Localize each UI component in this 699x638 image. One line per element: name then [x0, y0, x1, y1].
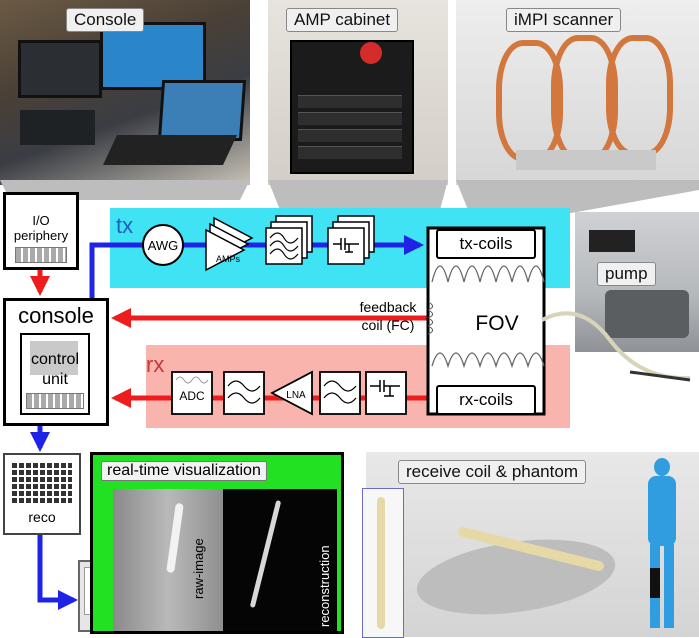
- reco-label: reco: [28, 509, 56, 525]
- feedback-coil-lines: [427, 302, 434, 335]
- tx-cap-stack-1: [327, 227, 365, 265]
- rx-coils-box: rx-coils: [436, 385, 536, 415]
- tube-path: [541, 311, 691, 381]
- reconstruction-streak: [249, 500, 282, 608]
- human-right-leg: [664, 544, 674, 628]
- raw-image-panel: raw-image: [113, 489, 223, 631]
- pump-photo-label: pump: [597, 262, 656, 286]
- tx-field-lines: [431, 265, 545, 283]
- reconstruction-label: reconstruction: [317, 545, 332, 627]
- amps-label: AMPs: [216, 254, 241, 264]
- syringe: [629, 370, 691, 382]
- rx-field-lines: [431, 352, 545, 369]
- io-keyboard-icon: [15, 247, 67, 263]
- human-head: [654, 458, 670, 476]
- amp-unit-3: [298, 129, 402, 142]
- reconstruction-panel: reconstruction: [223, 489, 337, 631]
- rx-cap-box: [365, 371, 407, 415]
- rx-cap-symbol: [370, 380, 400, 397]
- human-leg-highlight: [650, 568, 660, 598]
- control-label: control: [30, 351, 80, 368]
- control-unit-block: control unit: [20, 333, 90, 415]
- fov-label: FOV: [475, 312, 518, 335]
- raw-image-label: raw-image: [191, 538, 206, 599]
- control-keyboard-icon: [26, 393, 84, 409]
- pump-tubing: [541, 311, 691, 382]
- rx-tag: rx: [146, 352, 164, 377]
- console-label: console: [18, 303, 94, 328]
- tx-filter-wave: [269, 232, 299, 260]
- tx-coils-label: tx-coils: [459, 234, 513, 253]
- visualization-panel: real-time visualization raw-image recons…: [90, 452, 344, 634]
- feedback-label-1: feedback: [360, 299, 418, 315]
- scanner-base: [516, 150, 656, 170]
- monitor-center: [100, 22, 206, 90]
- amp-triangle-1: [205, 228, 246, 272]
- tx-tag: tx: [116, 213, 133, 238]
- scanner-photo-label: iMPI scanner: [506, 8, 622, 32]
- amp-cabinet-photo-label: AMP cabinet: [286, 8, 399, 32]
- amp-unit-1: [298, 95, 402, 108]
- io-label: I/O: [32, 213, 50, 228]
- rx-filter-2-wave: [323, 380, 357, 404]
- amp-cabinet-photo: AMP cabinet: [268, 0, 448, 185]
- fov-box: [426, 226, 546, 416]
- visualization-title: real-time visualization: [101, 461, 267, 481]
- console-photo: Console: [0, 0, 250, 185]
- pump-body: [605, 290, 689, 338]
- adc-box: [171, 371, 213, 415]
- unit-label: unit: [42, 371, 68, 388]
- io-periphery-block: I/O periphery: [3, 192, 79, 270]
- desk-devices: [20, 110, 95, 145]
- pump-display: [589, 230, 635, 252]
- rx-filter-1: [223, 371, 265, 415]
- rx-filter-2: [319, 371, 361, 415]
- receive-coil-photo: receive coil & phantom: [362, 452, 699, 638]
- reco-block: reco: [3, 453, 81, 535]
- feedback-label-2: coil (FC): [362, 317, 415, 333]
- reco-grid-icon: [12, 463, 72, 503]
- reco-to-vis-arrow: [37, 530, 78, 610]
- lna-triangle: [270, 370, 313, 416]
- rx-coils-label: rx-coils: [459, 390, 513, 409]
- console-block: console control unit: [3, 298, 109, 426]
- receive-coil-photo-label: receive coil & phantom: [398, 460, 586, 484]
- adc-label: ADC: [179, 389, 205, 403]
- awg-label: AWG: [148, 238, 179, 253]
- pump-photo: pump: [575, 212, 699, 352]
- human-torso: [648, 476, 676, 546]
- raw-image-streak: [166, 502, 184, 574]
- periphery-label: periphery: [13, 228, 69, 243]
- phantom-inset: [362, 488, 404, 638]
- red-connector: [360, 42, 382, 64]
- rx-filter-1-wave: [227, 380, 261, 404]
- phantom-tube: [377, 497, 385, 629]
- amp-projection: [268, 180, 448, 210]
- tx-cap-symbol: [333, 238, 359, 253]
- control-monitor-icon: [30, 341, 78, 375]
- tx-signal-line: [89, 235, 424, 300]
- scanner-projection: [456, 180, 699, 215]
- lna-label: LNA: [286, 390, 306, 401]
- monitor-left: [18, 40, 102, 98]
- human-figure: [642, 458, 682, 628]
- tx-coils-box: tx-coils: [436, 229, 536, 259]
- awg-circle: [142, 224, 184, 266]
- adc-waves: [175, 376, 209, 384]
- console-photo-label: Console: [66, 8, 145, 32]
- amp-unit-4: [298, 146, 402, 159]
- scanner-photo: iMPI scanner: [456, 0, 699, 185]
- amp-unit-2: [298, 112, 402, 125]
